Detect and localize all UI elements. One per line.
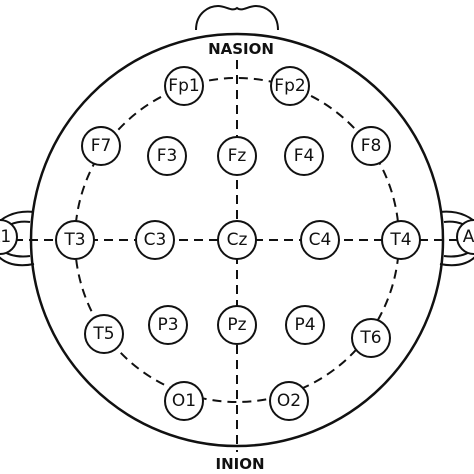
right-ear-outline bbox=[439, 210, 474, 267]
electrode-f3: F3 bbox=[147, 136, 187, 176]
left-ear-marker: A1 bbox=[0, 219, 18, 255]
electrode-label: Fp1 bbox=[168, 76, 199, 96]
electrode-t3: T3 bbox=[55, 220, 95, 260]
electrode-label: F8 bbox=[361, 136, 382, 156]
electrode-label: Fz bbox=[228, 146, 247, 166]
electrode-cz: Cz bbox=[217, 220, 257, 260]
electrode-label: T3 bbox=[63, 230, 85, 250]
right-ear-inner bbox=[443, 220, 474, 258]
electrode-label: Fp2 bbox=[274, 76, 305, 96]
electrode-o2: O2 bbox=[269, 381, 309, 421]
electrode-label: F3 bbox=[157, 146, 178, 166]
electrode-pz: Pz bbox=[217, 305, 257, 345]
electrode-p3: P3 bbox=[148, 305, 188, 345]
electrode-f4: F4 bbox=[284, 136, 324, 176]
electrode-label: C3 bbox=[144, 230, 167, 250]
electrode-c3: C3 bbox=[135, 220, 175, 260]
electrode-f7: F7 bbox=[81, 126, 121, 166]
electrode-t5: T5 bbox=[84, 314, 124, 354]
nasion-label: NASION bbox=[208, 40, 274, 58]
electrode-label: T5 bbox=[92, 324, 114, 344]
electrode-label: O1 bbox=[172, 391, 196, 411]
electrode-label: P3 bbox=[157, 315, 178, 335]
electrode-label: P4 bbox=[294, 315, 315, 335]
electrode-f8: F8 bbox=[351, 126, 391, 166]
electrode-label: T6 bbox=[359, 328, 381, 348]
left-ear-label: A1 bbox=[0, 227, 11, 247]
electrode-label: T4 bbox=[389, 230, 411, 250]
electrode-t6: T6 bbox=[351, 318, 391, 358]
electrode-c4: C4 bbox=[300, 220, 340, 260]
electrode-o1: O1 bbox=[164, 381, 204, 421]
electrode-label: O2 bbox=[277, 391, 301, 411]
electrode-fp1: Fp1 bbox=[164, 66, 204, 106]
electrode-label: F7 bbox=[91, 136, 112, 156]
electrode-fp2: Fp2 bbox=[270, 66, 310, 106]
electrode-p4: P4 bbox=[285, 305, 325, 345]
right-ear-marker: A2 bbox=[456, 219, 474, 255]
left-ear-inner bbox=[0, 220, 31, 258]
inion-label: INION bbox=[215, 455, 264, 473]
left-ear-outline bbox=[0, 210, 35, 267]
electrode-label: F4 bbox=[294, 146, 315, 166]
electrode-fz: Fz bbox=[217, 136, 257, 176]
electrode-label: Pz bbox=[227, 315, 246, 335]
nose-outline bbox=[195, 4, 279, 31]
right-ear-label: A2 bbox=[463, 227, 474, 247]
electrode-label: Cz bbox=[227, 230, 248, 250]
electrode-t4: T4 bbox=[381, 220, 421, 260]
electrode-label: C4 bbox=[309, 230, 332, 250]
